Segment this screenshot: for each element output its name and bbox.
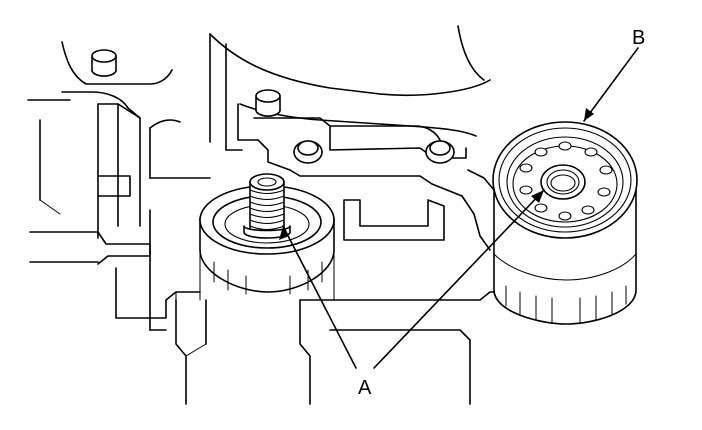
label-a: A <box>358 377 372 399</box>
arrowhead-a-stud <box>279 226 289 240</box>
leader-line-a-stud <box>282 225 357 369</box>
oil-filter <box>492 121 638 325</box>
leader-line-b <box>583 47 639 122</box>
arrowhead-a-filter <box>531 190 544 203</box>
callout-leaders <box>279 47 639 369</box>
label-b: B <box>632 27 645 49</box>
arrowhead-b <box>584 108 594 121</box>
engine-block <box>27 25 511 405</box>
leader-line-a-filter <box>373 189 545 369</box>
